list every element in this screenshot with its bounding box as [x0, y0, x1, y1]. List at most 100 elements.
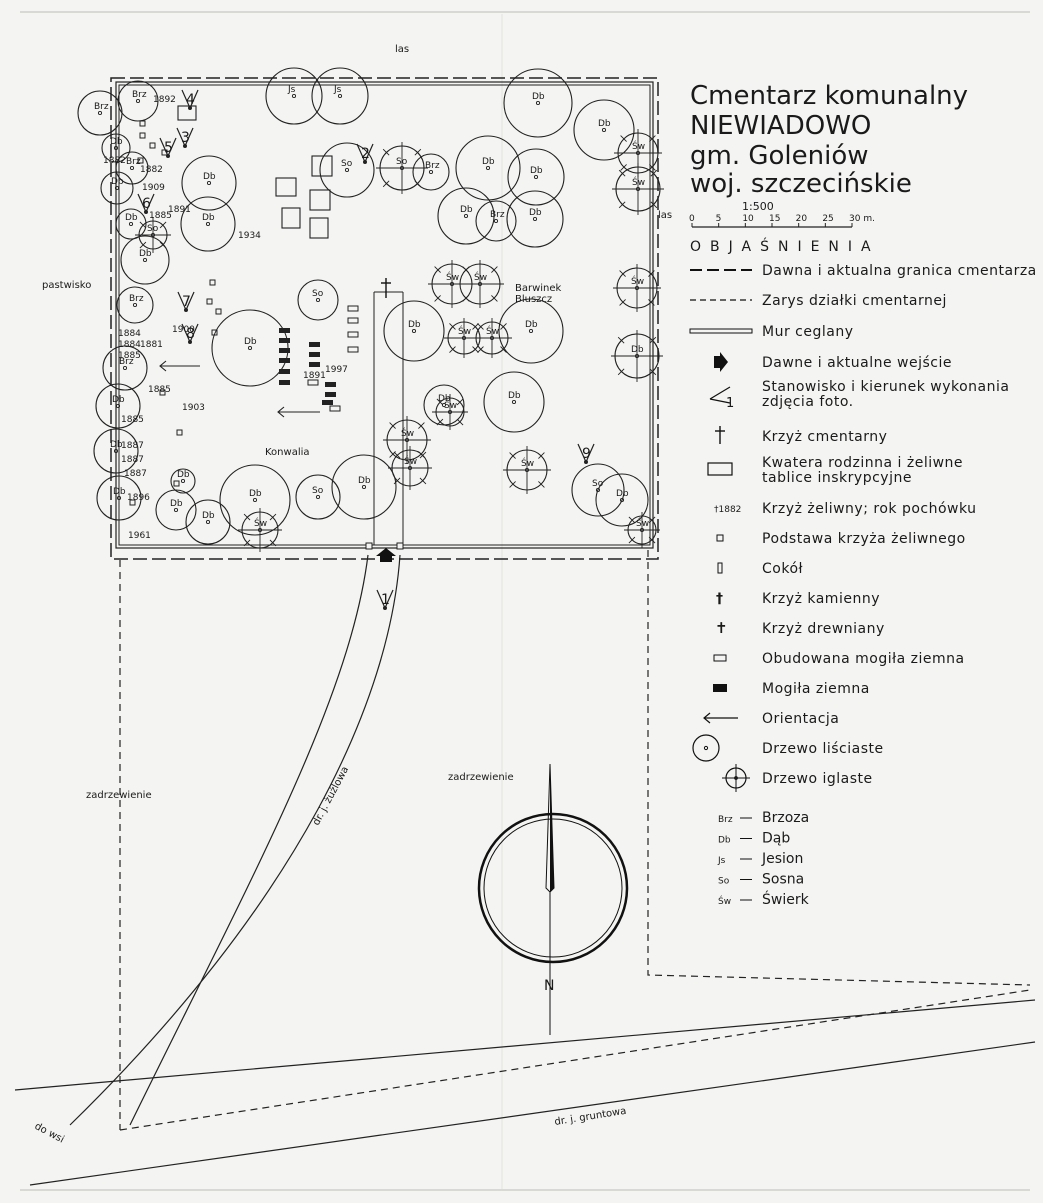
legend-item-cross-base: Podstawa krzyża żeliwnego — [716, 531, 966, 547]
cross-base-icon — [139, 132, 146, 139]
earth-grave-icon — [325, 392, 336, 397]
tree-species-label: So — [396, 157, 408, 167]
legend-label: Mogiła ziemna — [762, 681, 870, 697]
deciduous-tree-icon: Db — [595, 473, 649, 527]
tree-species-label: Brz — [129, 294, 144, 304]
deciduous-tree-icon: Db — [100, 171, 134, 205]
legend-label: Krzyż cmentarny — [762, 429, 887, 445]
tree-species-label: So — [341, 159, 353, 169]
label-lily: Konwalia — [265, 447, 310, 458]
deciduous-tree-icon: Db — [95, 383, 141, 429]
burial-year-label: 1882 — [140, 165, 163, 175]
scale-tick-label: 30 m. — [849, 214, 875, 224]
burial-year-label: 1885 — [148, 385, 171, 395]
family-plot-icon — [309, 217, 329, 239]
deciduous-tree-icon: Js — [311, 67, 369, 125]
burial-year-label: 1887 — [124, 469, 147, 479]
tree-species-label: Brz — [94, 102, 109, 112]
burial-year-label: 1934 — [238, 231, 261, 241]
cross-base-icon — [206, 298, 213, 305]
legend-label: Orientacja — [762, 711, 839, 727]
deciduous-tree-icon: Brz — [115, 151, 149, 185]
conifer-tree-icon: Św — [432, 394, 468, 430]
species-name: Świerk — [762, 890, 810, 908]
legend-label: Podstawa krzyża żeliwnego — [762, 531, 966, 547]
burial-year-label: 1892 — [153, 95, 176, 105]
tree-species-label: Db — [125, 213, 138, 223]
scale-tick-label: 25 — [822, 214, 833, 224]
legend-label: Dawne i aktualne wejście — [762, 355, 952, 371]
deciduous-tree-icon: Db — [383, 300, 445, 362]
tree-species-label: Db — [530, 166, 543, 176]
conifer-tree-icon: Św — [456, 260, 504, 308]
svg-text:✝: ✝ — [715, 619, 728, 637]
cross-base-icon — [211, 329, 218, 336]
deciduous-tree-icon: Db — [115, 208, 147, 240]
tree-species-label: Św — [632, 176, 645, 188]
parcel-outline-right — [647, 550, 1031, 986]
photo-station-icon: 9 — [577, 443, 595, 464]
conifer-tree-icon: So — [376, 142, 428, 194]
family-plot-icon — [309, 189, 331, 211]
tree-species-label: Św — [636, 517, 649, 529]
north-compass: N — [477, 763, 629, 1035]
tree-species-label: Db — [112, 395, 125, 405]
tree-species-label: Św — [254, 517, 267, 529]
burial-year-label: 1887 — [121, 441, 144, 451]
deciduous-tree-icon: Db — [155, 489, 197, 531]
legend-item-brick-wall: Mur ceglany — [689, 324, 853, 340]
photo-station-icon: 2 — [356, 143, 374, 164]
earth-grave-icon — [325, 382, 336, 387]
tree-species-label: Db — [244, 337, 257, 347]
earth-grave-icon — [309, 362, 320, 367]
photo-station-number: 2 — [361, 146, 370, 162]
tree-species-label: Db — [249, 489, 262, 499]
species-name: Sosna — [762, 872, 804, 888]
tree-species-label: Db — [202, 511, 215, 521]
dirt-road-edge — [29, 1041, 1036, 1186]
tree-species-label: Św — [446, 271, 459, 283]
conifer-tree-icon: Db — [611, 330, 663, 382]
burial-year-label: 1900 — [172, 325, 195, 335]
label-pasture: pastwisko — [42, 280, 91, 291]
deciduous-tree-icon: So — [295, 474, 341, 520]
deciduous-tree-icon: Brz — [412, 153, 450, 191]
title-line-4: woj. szczecińskie — [690, 169, 912, 199]
tree-species-label: Db — [170, 499, 183, 509]
compass-ring-inner — [483, 818, 623, 958]
cross-base-icon — [139, 120, 146, 127]
burial-year-label: 1997 — [325, 365, 348, 375]
tree-species-label: Db — [202, 213, 215, 223]
family-plot-icon — [275, 177, 297, 197]
tree-species-label: Św — [401, 427, 414, 439]
earth-grave-icon — [309, 352, 320, 357]
tree-species-label: Db — [408, 320, 421, 330]
dirt-road-edge — [14, 999, 1036, 1091]
burial-year-label: 1881 — [140, 340, 163, 350]
legend-item-conifer-tree: Drzewo iglaste — [722, 764, 872, 792]
deciduous-tree-icon: Db — [170, 468, 196, 494]
tree-species-label: Brz — [425, 161, 440, 171]
svg-text:†: † — [716, 591, 723, 607]
cross-base-icon — [159, 389, 166, 396]
tree-species-label: Św — [486, 325, 499, 337]
deciduous-tree-icon: Db — [101, 133, 131, 163]
legend-label: Mur ceglany — [762, 324, 853, 340]
photo-station-number: 7 — [182, 294, 191, 310]
deciduous-tree-icon: Brz — [116, 286, 154, 324]
tree-species-label: Św — [404, 455, 417, 467]
label-ivy: Bluszcz — [515, 294, 552, 305]
tree-species-label: Db — [110, 440, 123, 450]
deciduous-tree-icon: Db — [185, 499, 231, 545]
deciduous-tree-icon: Db — [573, 99, 635, 161]
tree-species-label: Db — [110, 137, 123, 147]
species-name: Dąb — [762, 831, 790, 847]
legend-item-long-dash-line: Dawna i aktualna granica cmentarza — [690, 263, 1036, 279]
deciduous-tree-icon: So — [297, 279, 339, 321]
